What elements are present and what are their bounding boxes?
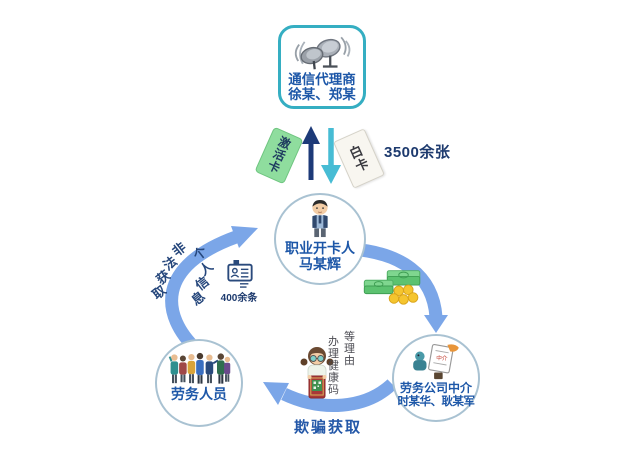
id-card-icon — [226, 259, 254, 289]
excuse-reason-suffix-label: 等理由 — [344, 331, 355, 367]
card-opener-role: 职业开卡人 — [285, 240, 355, 256]
blank-card-count-label: 3500余张 — [384, 144, 451, 161]
deceive-obtain-label: 欺骗获取 — [294, 419, 363, 436]
blank-card-down-arrow — [321, 128, 341, 184]
woman-with-qr-code-icon — [300, 346, 334, 404]
opener-to-intermediary-arrow — [351, 242, 448, 333]
node-laborers: 劳务人员 — [155, 339, 243, 427]
personal-info-label: 个人信息 — [188, 243, 216, 309]
svg-text:中介: 中介 — [436, 354, 448, 362]
laborers-to-opener-arrow — [165, 226, 258, 355]
money-stack-icon — [362, 264, 424, 308]
activation-card-label: 激活卡 — [265, 134, 293, 176]
laborers-label: 劳务人员 — [171, 386, 227, 402]
personal-info-count-label: 400余条 — [220, 293, 258, 304]
satellite-dish-icon — [281, 30, 363, 72]
node-card-opener: 职业开卡人 马某辉 — [274, 193, 366, 285]
telecom-agent-persons: 徐某、郑某 — [288, 87, 356, 102]
node-telecom-agent: 通信代理商 徐某、郑某 — [278, 25, 366, 109]
node-labor-intermediary: 中介 劳务公司中介 时某华、耿某军 — [392, 334, 480, 422]
activation-card-up-arrow — [302, 126, 320, 180]
excuse-reason-label: 办理健康码 — [328, 336, 339, 396]
crowd-icon — [157, 350, 241, 386]
blank-card-label: 白卡 — [346, 142, 371, 174]
card-opener-person: 马某辉 — [299, 256, 341, 272]
contract-signing-icon: 中介 — [394, 343, 478, 381]
intermediary-persons: 时某华、耿某军 — [397, 396, 476, 408]
intermediary-to-laborers-arrow — [263, 379, 397, 412]
businessman-icon — [276, 198, 364, 240]
intermediary-role: 劳务公司中介 — [399, 381, 472, 395]
telecom-agent-name: 通信代理商 — [288, 72, 356, 87]
